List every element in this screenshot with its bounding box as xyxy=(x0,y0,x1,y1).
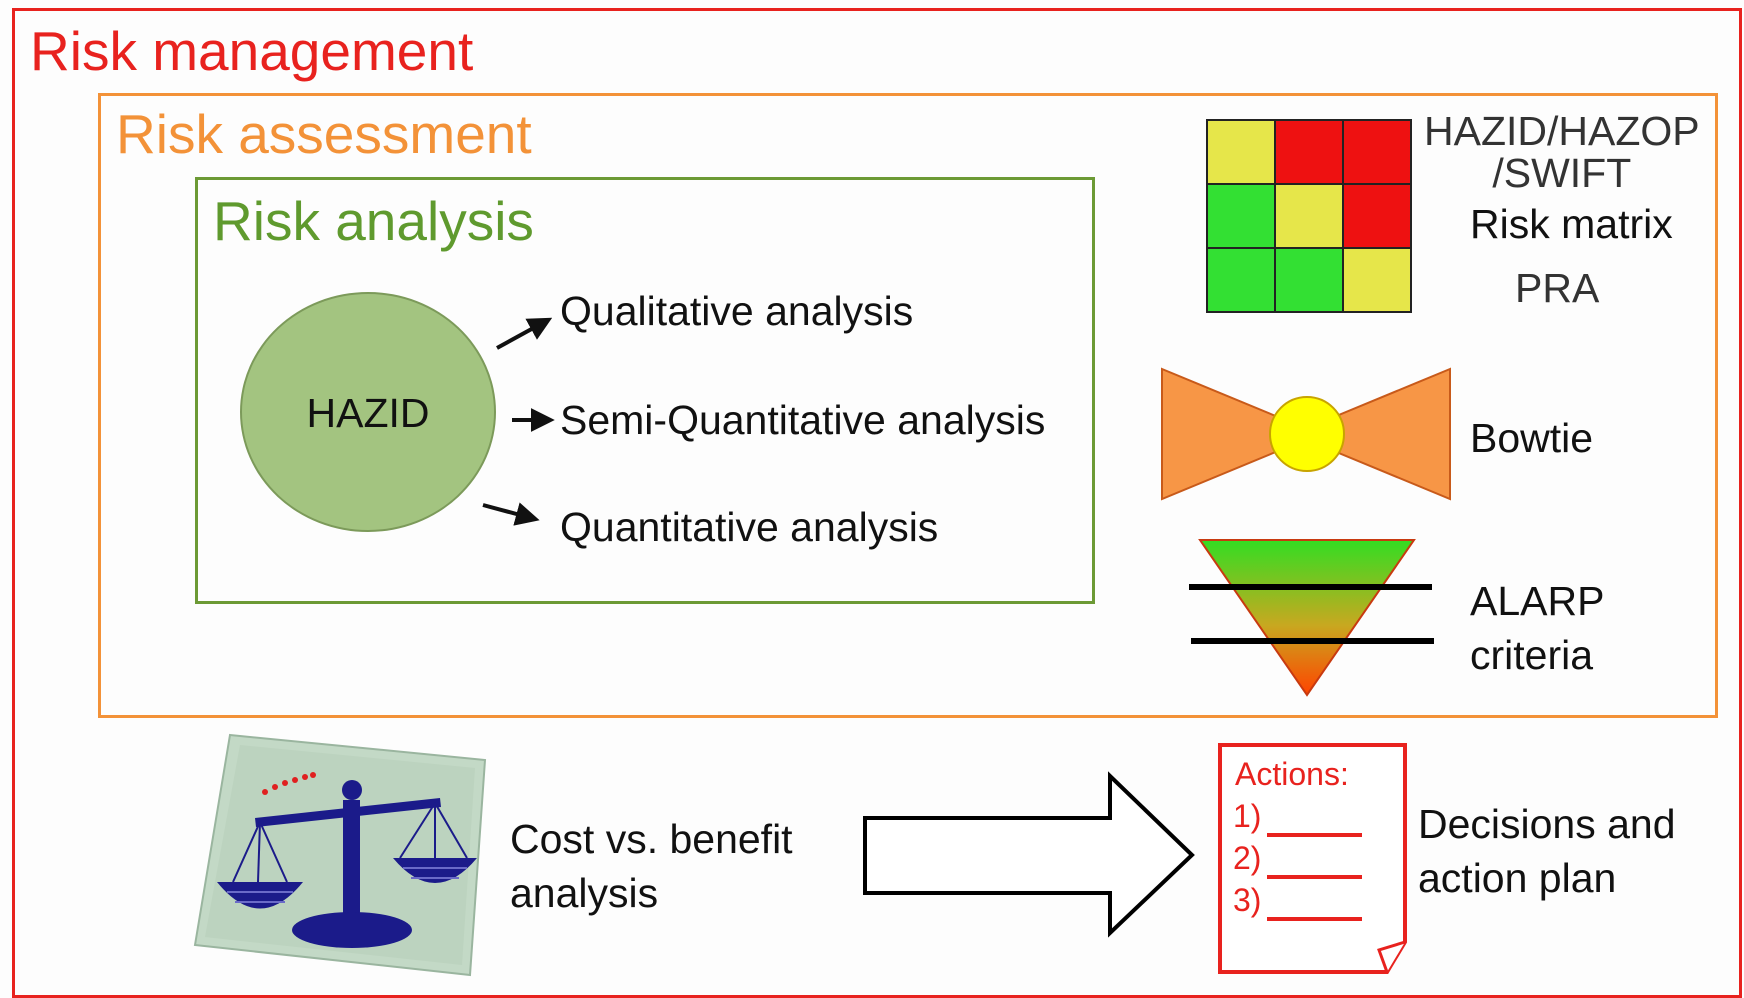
hazid-circle xyxy=(240,292,496,532)
actions-item-2: 2) xyxy=(1233,840,1262,876)
risk-management-title: Risk management xyxy=(30,20,474,82)
cost-benefit-label: Cost vs. benefit analysis xyxy=(510,816,793,916)
actions-item-1: 1) xyxy=(1233,798,1262,834)
scale-right-pan xyxy=(393,858,477,883)
risk-analysis-title: Risk analysis xyxy=(213,190,534,252)
semi-quantitative-analysis-label: Semi-Quantitative analysis xyxy=(560,397,1046,443)
balance-scale-icon xyxy=(193,733,487,977)
risk-analysis-frame xyxy=(195,177,1095,604)
actions-title: Actions: xyxy=(1235,756,1349,792)
risk-matrix-icon xyxy=(1206,119,1412,313)
decisions-label: Decisions and action plan xyxy=(1418,801,1676,901)
risk-matrix-cell-red xyxy=(1274,119,1344,185)
risk-matrix-label: Risk matrix xyxy=(1470,201,1673,247)
risk-matrix-cell-red xyxy=(1342,183,1412,249)
scale-post xyxy=(343,800,360,925)
risk-assessment-frame xyxy=(98,93,1718,718)
bowtie-label: Bowtie xyxy=(1470,415,1594,461)
flow-arrow xyxy=(863,771,1195,938)
risk-matrix-cell-red xyxy=(1342,119,1412,185)
risk-matrix-cell-yellow xyxy=(1206,119,1276,185)
actions-note-icon xyxy=(1218,743,1407,974)
hazid-hazop-swift-label: HAZID/HAZOP /SWIFT xyxy=(1424,108,1700,196)
actions-item-3: 3) xyxy=(1233,882,1262,918)
scale-base xyxy=(292,912,412,948)
alarp-criteria-label: ALARP criteria xyxy=(1470,578,1605,678)
bowtie-knot xyxy=(1269,396,1345,472)
bowtie-icon xyxy=(1161,367,1451,501)
quantitative-analysis-label: Quantitative analysis xyxy=(560,504,939,550)
risk-matrix-cell-green xyxy=(1274,247,1344,313)
risk-matrix-cell-green xyxy=(1206,247,1276,313)
alarp-triangle xyxy=(1198,539,1416,697)
risk-matrix-cell-yellow xyxy=(1274,183,1344,249)
qualitative-analysis-label: Qualitative analysis xyxy=(560,288,914,334)
risk-matrix-cell-yellow xyxy=(1342,247,1412,313)
scale-pivot xyxy=(342,780,362,800)
risk-assessment-title: Risk assessment xyxy=(116,103,532,165)
actions-note-curl xyxy=(1377,940,1406,973)
pra-label: PRA xyxy=(1515,265,1600,311)
alarp-triangle-icon xyxy=(1189,539,1434,697)
risk-matrix-cell-green xyxy=(1206,183,1276,249)
hazid-label: HAZID xyxy=(306,390,430,436)
